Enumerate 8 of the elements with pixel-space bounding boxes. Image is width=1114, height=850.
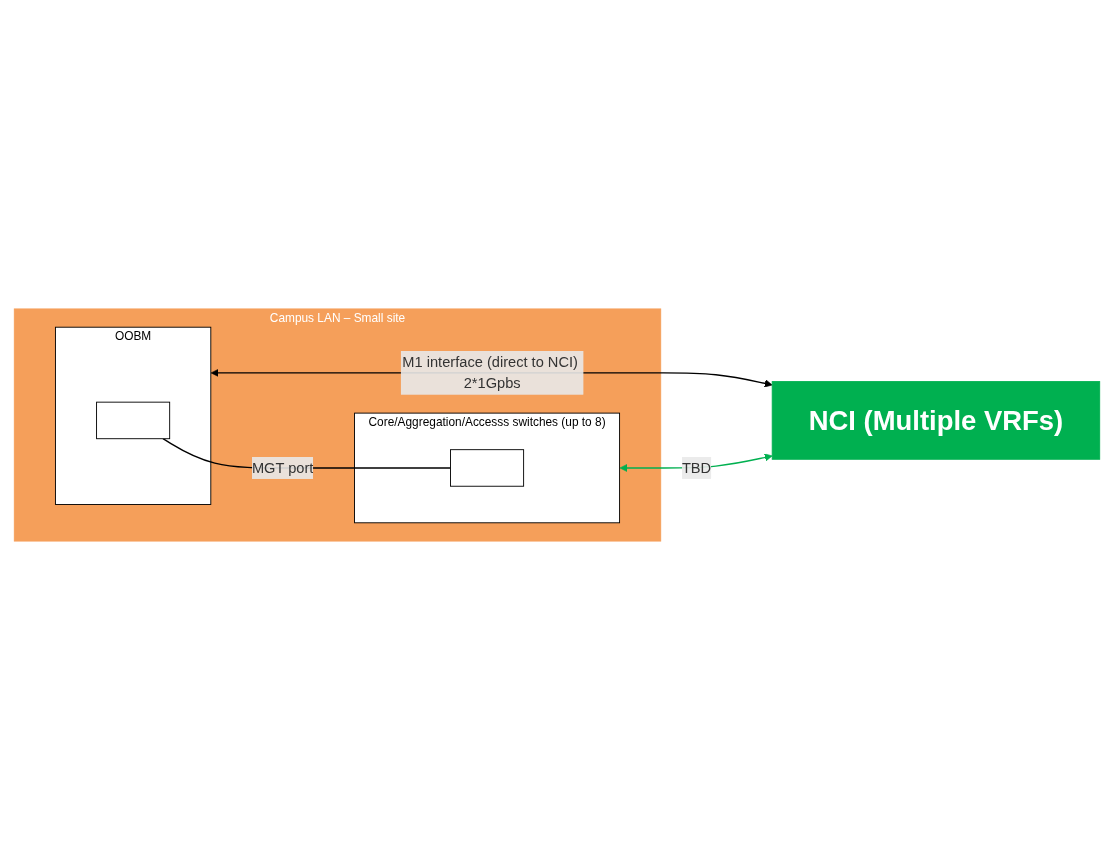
node-box bbox=[96, 401, 171, 440]
edge-label: MGT port bbox=[251, 459, 314, 476]
edge-label: M1 interface (direct to NCI) 2*1Gpbs bbox=[402, 353, 578, 392]
edge-label: TBD bbox=[681, 459, 712, 476]
cluster: Core/Aggregation/Accesss switches (up to 8) bbox=[354, 412, 621, 524]
cluster: OOBM bbox=[55, 326, 212, 505]
node-box bbox=[450, 449, 525, 487]
node-box: NCI (Multiple VRFs) bbox=[771, 381, 1101, 460]
